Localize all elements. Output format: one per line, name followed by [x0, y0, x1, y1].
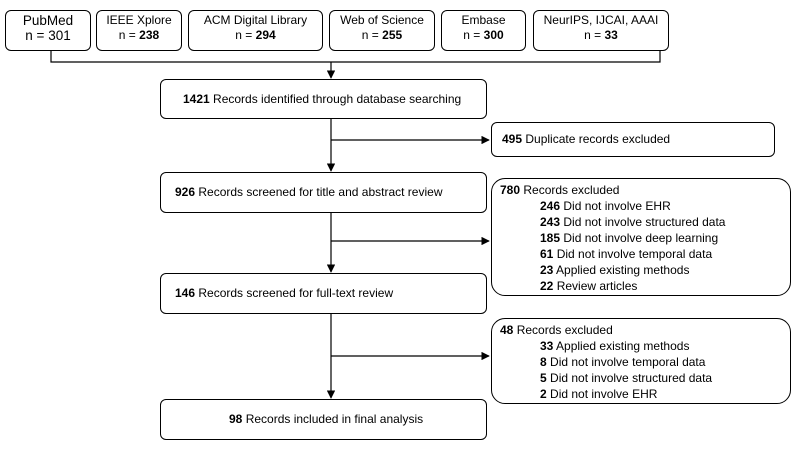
identified-count: 1421	[183, 91, 210, 106]
source-count: n = 300	[463, 28, 504, 42]
source-box-acm-digital-library: ACM Digital Library n = 294	[188, 10, 323, 51]
source-name: NeurIPS, IJCAI, AAAI	[543, 13, 659, 27]
exclusion-reason: 22 Review articles	[540, 279, 638, 293]
exclusion-reason: 246 Did not involve EHR	[540, 199, 671, 213]
source-count: n = 238	[118, 28, 160, 42]
screened-box: 926 Records screened for title and abstr…	[160, 172, 487, 213]
excluded1-box: 780 Records excluded 246 Did not involve…	[491, 178, 791, 296]
sources-bracket	[50, 51, 661, 63]
screened-count: 926	[175, 185, 196, 199]
source-name: Web of Science	[340, 13, 424, 27]
exclusion-reason: 23 Applied existing methods	[540, 263, 690, 277]
excluded1-header: 780 Records excluded	[500, 183, 620, 197]
fulltext-label: Records screened for full-text review	[195, 286, 394, 300]
source-box-ieee-xplore: IEEE Xplore n = 238	[96, 10, 182, 51]
source-count: n = 301	[25, 28, 71, 43]
exclusion-reason: 33 Applied existing methods	[540, 339, 690, 353]
identified-box: 1421 Records identified through database…	[160, 79, 487, 119]
exclusion-reason: 61 Did not involve temporal data	[540, 247, 713, 261]
source-count: n = 255	[361, 28, 403, 42]
source-name: ACM Digital Library	[203, 13, 308, 27]
excluded2-header: 48 Records excluded	[500, 323, 613, 337]
duplicates-count: 495	[502, 132, 523, 146]
exclusion-reason: 5 Did not involve structured data	[540, 371, 713, 385]
excluded2-box: 48 Records excluded 33 Applied existing …	[491, 318, 791, 404]
exclusion-reason: 243 Did not involve structured data	[540, 215, 726, 229]
duplicates-box: 495 Duplicate records excluded	[491, 122, 775, 157]
identified-label: Records identified through database sear…	[209, 91, 462, 106]
fulltext-box: 146 Records screened for full-text revie…	[160, 273, 487, 314]
screened-label: Records screened for title and abstract …	[195, 185, 443, 199]
source-box-embase: Embase n = 300	[441, 10, 526, 51]
source-box-pubmed: PubMed n = 301	[5, 10, 91, 51]
included-label: Records included in final analysis	[242, 412, 424, 426]
exclusion-reason: 8 Did not involve temporal data	[540, 355, 706, 369]
source-name: Embase	[461, 13, 506, 27]
duplicates-label: Duplicate records excluded	[522, 132, 671, 146]
source-name: IEEE Xplore	[106, 13, 172, 27]
included-count: 98	[229, 412, 243, 426]
source-count: n = 33	[584, 28, 618, 42]
exclusion-reason: 2 Did not involve EHR	[540, 387, 658, 401]
source-name: PubMed	[22, 13, 74, 28]
source-box-web-of-science: Web of Science n = 255	[329, 10, 435, 51]
fulltext-count: 146	[175, 286, 196, 300]
source-box-conferences: NeurIPS, IJCAI, AAAI n = 33	[533, 10, 669, 51]
exclusion-reason: 185 Did not involve deep learning	[540, 231, 719, 245]
included-box: 98 Records included in final analysis	[160, 399, 487, 440]
source-count: n = 294	[235, 28, 276, 42]
